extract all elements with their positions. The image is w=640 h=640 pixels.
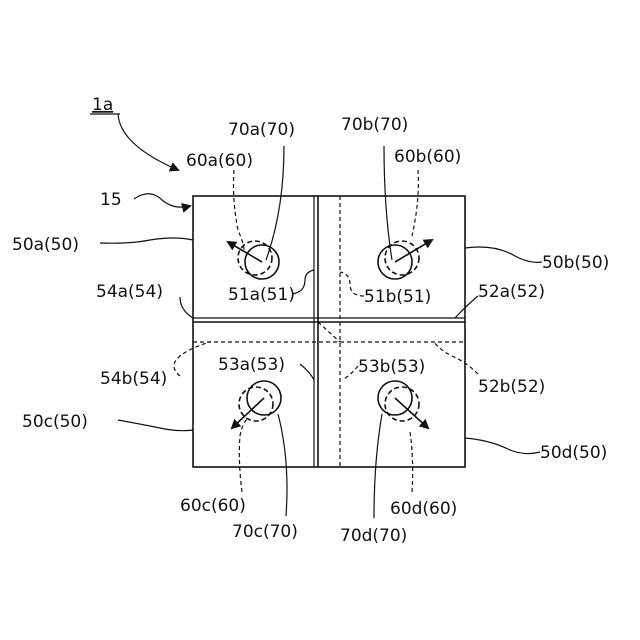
leader-53b [342,366,358,380]
leader-50c [118,420,193,431]
leader-70b [384,146,392,260]
label-50a: 50a(50) [12,235,79,255]
leader-51a [292,270,314,294]
label-52b: 52b(52) [478,377,545,397]
label-51a: 51a(51) [228,285,295,305]
label-60c: 60c(60) [180,496,246,516]
leader-52b [434,342,478,374]
leader-50a [100,238,193,243]
leader-50d [465,438,540,454]
leader-60a [234,170,245,250]
arrow-top-right [395,240,432,262]
hidden-edge-diagonal [318,322,340,342]
label-60d: 60d(60) [390,499,457,519]
label-60b: 60b(60) [394,147,461,167]
leader-53a [300,364,314,380]
leader-51b [340,272,364,296]
leader-50b [465,247,542,262]
leader-60c [239,418,248,492]
label-53b: 53b(53) [358,357,425,377]
leader-70d [374,414,382,518]
label-50d: 50d(50) [540,443,607,463]
leader-52a [455,296,478,318]
label-50c: 50c(50) [22,412,88,432]
label-70c: 70c(70) [232,522,298,542]
label-50b: 50b(50) [542,253,609,273]
label-70d: 70d(70) [340,526,407,546]
leader-54b [174,342,210,376]
leader-60d [410,432,413,492]
label-70b: 70b(70) [341,115,408,135]
label-54b: 54b(54) [100,369,167,389]
leader-60b [412,170,418,236]
label-15: 15 [100,190,122,210]
label-53a: 53a(53) [218,355,285,375]
label-70a: 70a(70) [228,120,295,140]
leader-15 [134,194,190,207]
label-51b: 51b(51) [364,287,431,307]
leader-1a [118,114,178,170]
label-54a: 54a(54) [96,282,163,302]
label-1a: 1a [92,95,113,115]
label-60a: 60a(60) [186,151,253,171]
label-52a: 52a(52) [478,282,545,302]
leader-70c [278,414,287,516]
leader-54a [180,297,193,318]
leader-70a [266,146,284,260]
